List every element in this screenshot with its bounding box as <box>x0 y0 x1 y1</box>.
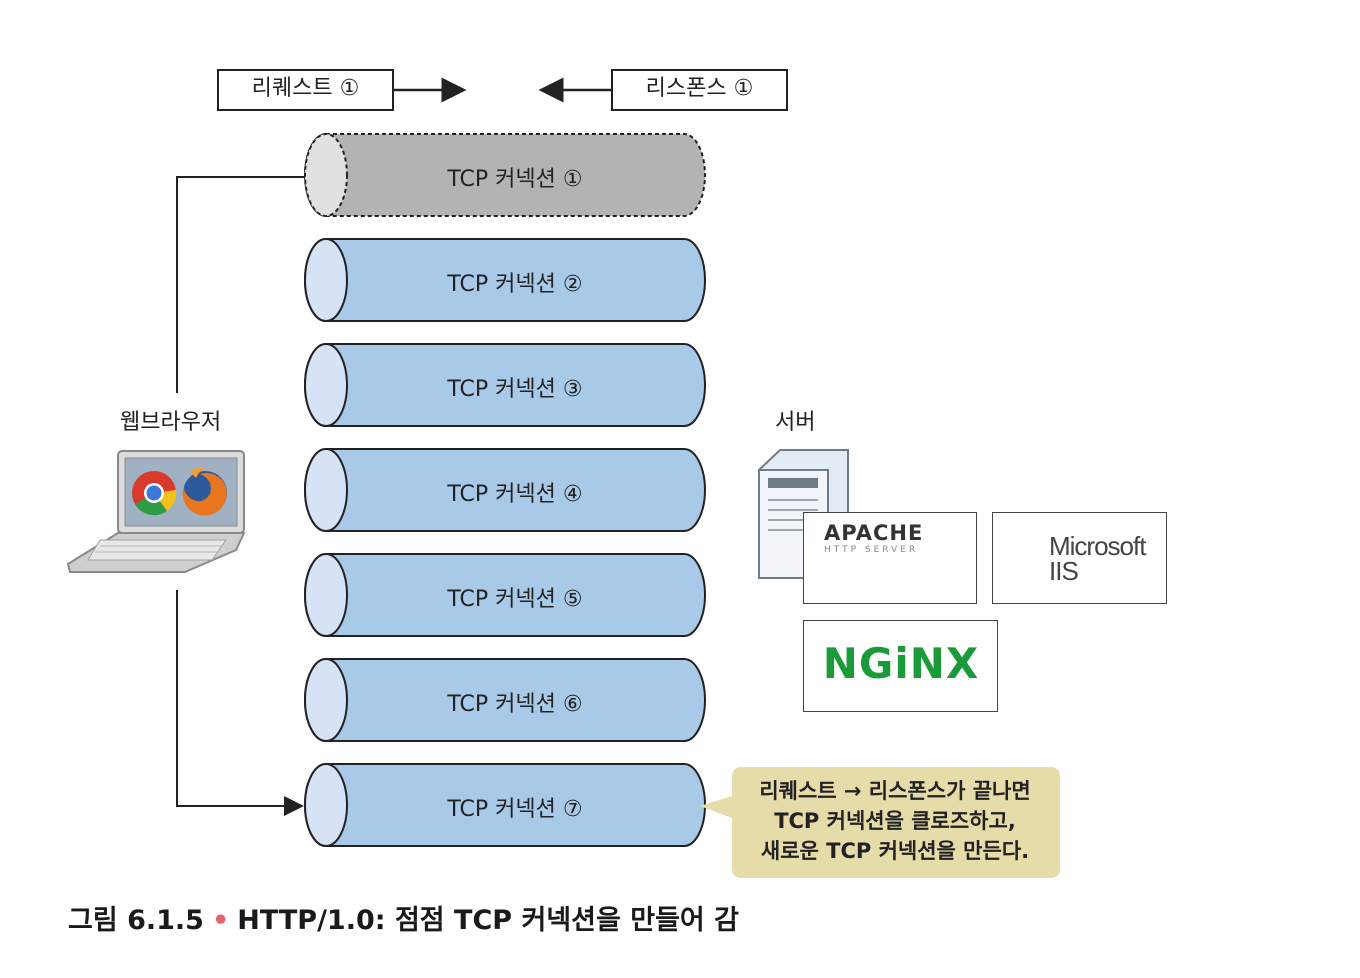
callout-bubble <box>700 767 1060 878</box>
apache-logo: APACHE HTTP SERVER <box>803 512 977 604</box>
tcp-connection-label: TCP 커넥션 ⑦ <box>447 797 583 822</box>
tcp-pipe-end <box>304 133 348 217</box>
tcp-connection-label: TCP 커넥션 ④ <box>447 482 583 507</box>
tcp-connection-label: TCP 커넥션 ③ <box>447 377 583 402</box>
tcp-pipe-end <box>304 658 348 742</box>
apache-title: APACHE <box>824 521 924 545</box>
request-label-box: 리퀘스트 ① <box>217 69 394 111</box>
tcp-connection-label: TCP 커넥션 ② <box>447 272 583 297</box>
callout-line-3: 새로운 TCP 커넥션을 만든다. <box>760 839 1030 863</box>
nginx-text: NGiNX <box>822 639 980 688</box>
caption-number: 그림 6.1.5 <box>68 905 204 936</box>
response-label-box: 리스폰스 ① <box>611 69 788 111</box>
tcp-connection-label: TCP 커넥션 ⑥ <box>447 692 583 717</box>
firefox-icon <box>182 467 227 516</box>
tcp-connection-label: TCP 커넥션 ① <box>447 167 583 192</box>
apache-subtitle: HTTP SERVER <box>824 545 919 555</box>
caption-text: HTTP/1.0: 점점 TCP 커넥션을 만들어 감 <box>237 905 739 936</box>
microsoft-iis-logo: Microsoft IIS <box>992 512 1167 604</box>
tcp-connection-label: TCP 커넥션 ⑤ <box>447 587 583 612</box>
tcp-pipe-end <box>304 343 348 427</box>
tcp-connection-pipes <box>304 133 706 847</box>
tcp-pipe-end <box>304 763 348 847</box>
callout-text: 리퀘스트 → 리스폰스가 끝나면 TCP 커넥션을 클로즈하고, 새로운 TCP… <box>732 776 1058 866</box>
response-label: 리스폰스 ① <box>645 76 754 101</box>
caption-bullet: • <box>211 905 230 936</box>
chrome-icon <box>132 471 177 516</box>
tcp-pipe-end <box>304 238 348 322</box>
tcp-pipe-end <box>304 553 348 637</box>
figure-caption: 그림 6.1.5•HTTP/1.0: 점점 TCP 커넥션을 만들어 감 <box>68 898 739 937</box>
tcp-pipe-end <box>304 448 348 532</box>
callout-line-1: 리퀘스트 → 리스폰스가 끝나면 <box>759 779 1031 803</box>
server-label: 서버 <box>775 410 816 435</box>
request-label: 리퀘스트 ① <box>251 76 360 101</box>
nginx-logo: NGiNX <box>803 620 998 712</box>
browser-to-new-connection-arrow <box>176 590 304 816</box>
browser-to-closed-line <box>176 176 305 393</box>
iis-text: IIS <box>1049 556 1079 586</box>
microsoft-text: Microsoft <box>1049 531 1146 561</box>
browser-label: 웹브라우저 <box>120 410 222 435</box>
callout-line-2: TCP 커넥션을 클로즈하고, <box>774 809 1016 833</box>
